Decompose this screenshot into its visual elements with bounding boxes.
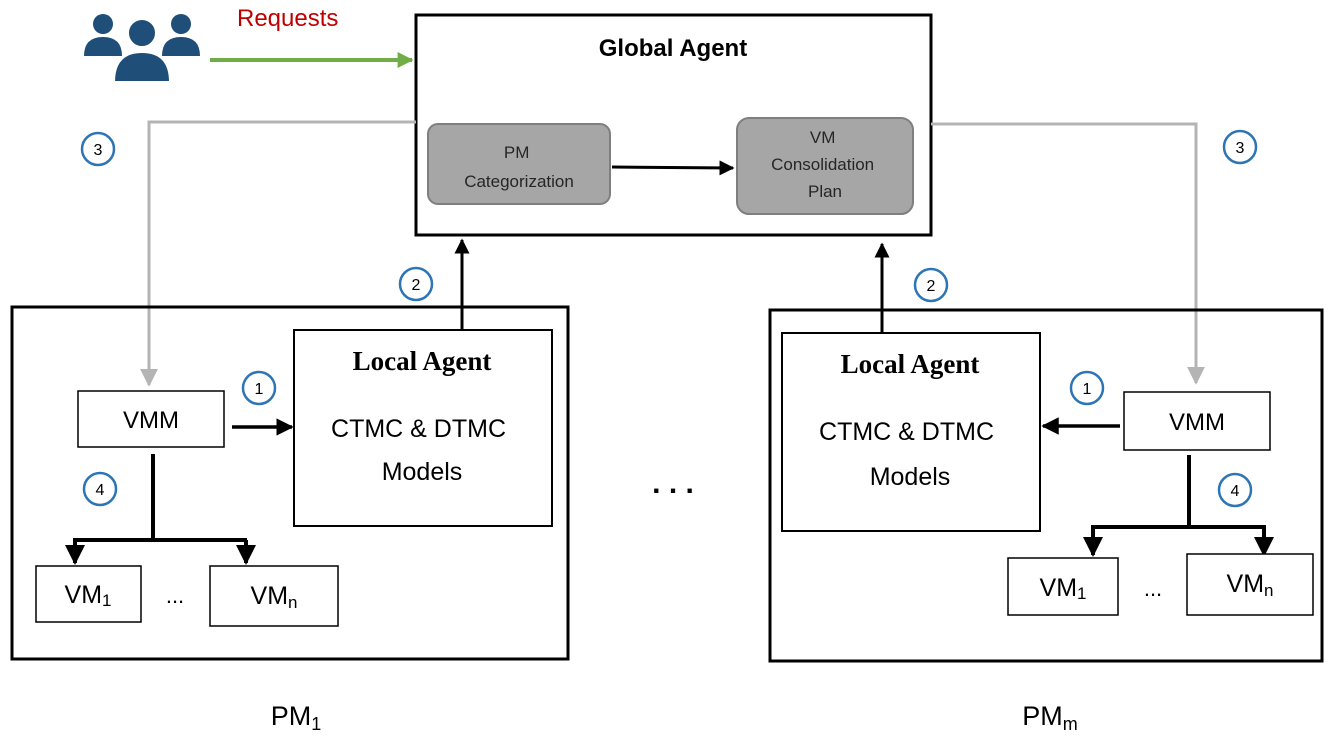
plan-to-left-vmm-connector <box>140 120 416 387</box>
step-4-badge-left: 4 <box>82 471 118 507</box>
pm1-local-agent-models: CTMC & DTMC Models <box>331 415 513 486</box>
pmm-local-agent-title: Local Agent <box>841 349 980 379</box>
pmm-label: PMm <box>1022 701 1078 734</box>
step-3-badge-left: 3 <box>80 131 116 167</box>
vm-consolidation-line-1: VM <box>810 128 836 147</box>
pm1-local-agent-title: Local Agent <box>353 346 492 376</box>
pm-categorization-box <box>427 123 611 205</box>
pm1-vm1-box <box>35 565 142 623</box>
global-agent-title: Global Agent <box>599 35 747 62</box>
pm1-local-agent-box <box>293 329 553 527</box>
vm-consolidation-plan-label: VM Consolidation Plan <box>771 128 879 201</box>
pmm-vm1-box <box>1007 557 1119 616</box>
step-1-badge-left: 1 <box>241 370 277 406</box>
step-4-badge-right: 4 <box>1217 472 1253 508</box>
plan-to-right-vmm-connector <box>931 122 1205 385</box>
svg-text:2: 2 <box>927 278 936 295</box>
pm1-vmn-box <box>209 565 339 627</box>
pmm-vmm-box <box>1123 391 1271 451</box>
users-icon <box>84 14 200 83</box>
step-1-badge-right: 1 <box>1069 370 1105 406</box>
vm-consolidation-line-3: Plan <box>808 182 842 201</box>
svg-text:4: 4 <box>96 482 105 499</box>
svg-text:3: 3 <box>94 142 103 159</box>
pm1-vm1-label: VM1 <box>65 581 112 610</box>
svg-text:4: 4 <box>1231 483 1240 500</box>
pm1-label: PM1 <box>271 701 322 734</box>
pmm-local-agent-models: CTMC & DTMC Models <box>819 418 1001 491</box>
categorization-to-plan-arrow <box>611 160 735 176</box>
step-3-badge-right: 3 <box>1222 129 1258 165</box>
pm-categorization-line-1: PM <box>504 143 530 162</box>
pmm-vmn-label: VMn <box>1227 570 1274 600</box>
pm1-vmn-label: VMn <box>251 582 298 612</box>
step-2-badge-left: 2 <box>398 266 434 302</box>
pm1-vmm-box <box>77 390 225 448</box>
svg-text:1: 1 <box>1083 381 1092 398</box>
step-2-badge-right: 2 <box>913 267 949 303</box>
pmm-vmn-box <box>1186 553 1314 616</box>
vm-consolidation-line-2: Consolidation <box>771 155 874 174</box>
pm1-box <box>10 305 570 661</box>
pm-categorization-label: PM Categorization <box>464 143 574 191</box>
pmm-vm1-label: VM1 <box>1040 574 1087 603</box>
vm-consolidation-plan-box <box>736 117 914 215</box>
pmm-vmm-label: VMM <box>1169 409 1225 436</box>
pm1-vm-dots: ... <box>166 583 184 608</box>
svg-text:2: 2 <box>412 277 421 294</box>
svg-text:3: 3 <box>1236 140 1245 157</box>
more-pms-ellipsis: . . . <box>652 467 694 500</box>
pm1-vmm-label: VMM <box>123 407 179 434</box>
pmm-box <box>768 308 1324 663</box>
pmm-local-agent-box <box>781 332 1041 532</box>
requests-label: Requests <box>237 5 338 32</box>
pmm-vm-dots: ... <box>1144 576 1162 601</box>
pm-categorization-line-2: Categorization <box>464 172 574 191</box>
svg-text:1: 1 <box>255 381 264 398</box>
